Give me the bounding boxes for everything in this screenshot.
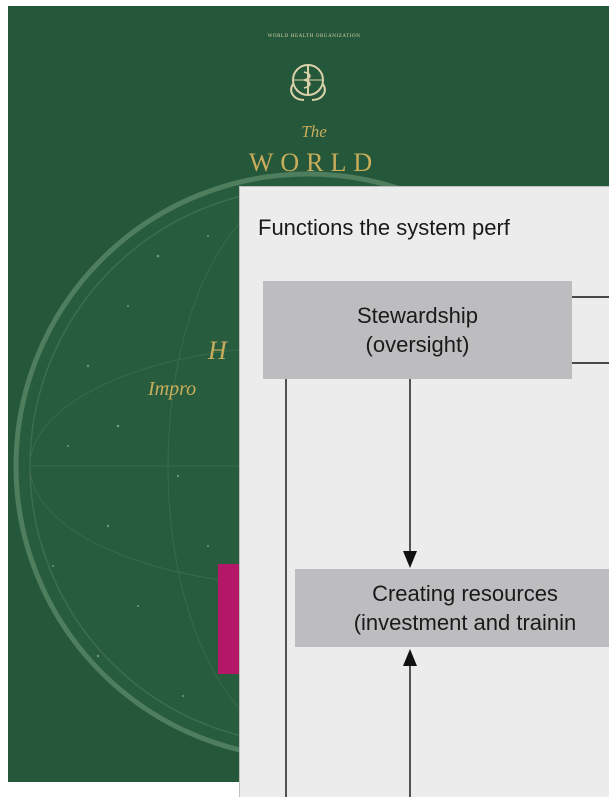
diagram-title: Functions the system perf	[258, 215, 510, 240]
cover-title-the: The	[301, 122, 327, 141]
cover-tagline-fragment: Impro	[148, 378, 197, 400]
cover-subtitle-fragment: H	[208, 336, 227, 365]
who-emblem-icon	[290, 64, 326, 101]
creating-resources-box: Creating resources (investment and train…	[295, 569, 609, 647]
down-arrowhead-icon	[403, 551, 417, 568]
up-arrowhead-icon	[403, 649, 417, 666]
cover-title-world: WORLD	[248, 148, 380, 177]
stewardship-label: Stewardship	[356, 303, 479, 328]
creating-resources-label: Creating resources	[372, 581, 558, 606]
stewardship-sublabel: (oversight)	[365, 332, 470, 357]
diagram-connectors	[285, 296, 609, 797]
stewardship-box: Stewardship (oversight)	[263, 281, 572, 379]
publisher-name: WORLD HEALTH ORGANIZATION	[267, 34, 361, 39]
creating-resources-sublabel: (investment and trainin	[353, 610, 577, 635]
diagram-panel: Functions the system perf Stewardship (o…	[239, 186, 609, 797]
